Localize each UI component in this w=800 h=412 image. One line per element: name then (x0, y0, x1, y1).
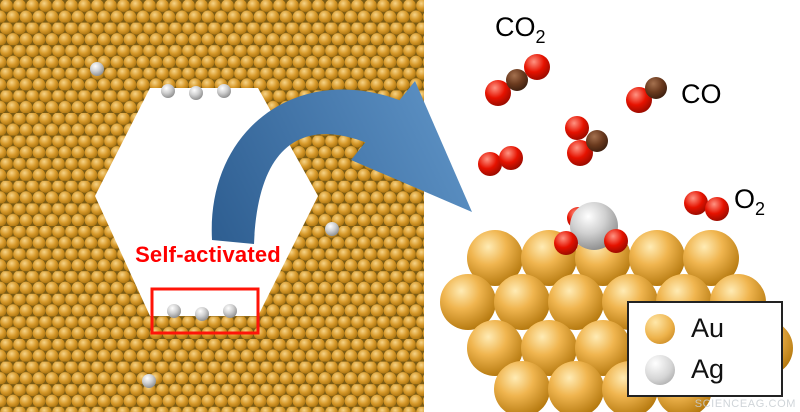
co-label: CO (681, 79, 722, 109)
o-atom (626, 87, 652, 113)
legend-item-au: Au (645, 313, 781, 344)
ag-atom (189, 86, 203, 100)
transfer-arrow-icon (211, 81, 472, 244)
ag-atom (167, 304, 181, 318)
gas-molecules (478, 54, 729, 221)
ag-atom (325, 222, 339, 236)
co-molecule-2 (567, 130, 608, 166)
arrow-head (351, 81, 472, 212)
o-atom (554, 231, 578, 255)
au-sphere (521, 320, 577, 376)
ag-atom (142, 374, 156, 388)
au-sphere (494, 274, 550, 330)
ag-atom (161, 84, 175, 98)
au-sphere (575, 320, 631, 376)
au-sphere (440, 274, 496, 330)
ag-atom (90, 62, 104, 76)
co2-label-sub: 2 (535, 27, 546, 47)
o-atom (604, 229, 628, 253)
arrow-body (211, 89, 404, 244)
o-atom (705, 197, 729, 221)
ag-sphere-icon (645, 354, 675, 385)
o-atom (524, 54, 550, 80)
co-molecule (626, 77, 667, 113)
au-sphere (548, 274, 604, 330)
ag-dopant-atoms (90, 62, 339, 388)
o2-molecule-2 (684, 191, 729, 221)
highlight-box (150, 287, 260, 335)
ag-adatom-with-oxygen (554, 202, 628, 255)
ag-atom (217, 84, 231, 98)
o2-label-sub: 2 (755, 199, 766, 219)
o-atom (565, 116, 589, 140)
co2-label-main: CO (495, 12, 536, 42)
legend-label-au: Au (691, 313, 725, 343)
self-activated-label: Self-activated (135, 242, 281, 267)
o-atom (485, 80, 511, 106)
au-sphere-icon (645, 313, 675, 344)
au-sphere (494, 361, 550, 412)
au-sphere (629, 230, 685, 286)
legend-item-ag: Ag (645, 354, 781, 385)
o2-label-main: O (734, 184, 756, 214)
co2-molecule (485, 54, 550, 106)
au-sphere (683, 230, 739, 286)
au-sphere (548, 361, 604, 412)
o-atom (684, 191, 708, 215)
o2-molecule (478, 146, 523, 176)
c-atom (506, 69, 528, 91)
c-atom (645, 77, 667, 99)
o-atom (478, 152, 502, 176)
au-sphere (467, 230, 523, 286)
legend: Au Ag (627, 301, 783, 397)
ag-edge-atoms (161, 84, 237, 321)
o-atom (499, 146, 523, 170)
c-atom (586, 130, 608, 152)
co2-label: CO2 (495, 12, 546, 47)
ag-atom (223, 304, 237, 318)
watermark: SCIENCEAG.COM (694, 398, 796, 410)
legend-label-ag: Ag (691, 354, 725, 384)
ag-atom (195, 307, 209, 321)
o2-label: O2 (734, 184, 765, 219)
o-atom (567, 140, 593, 166)
au-sphere (467, 320, 523, 376)
